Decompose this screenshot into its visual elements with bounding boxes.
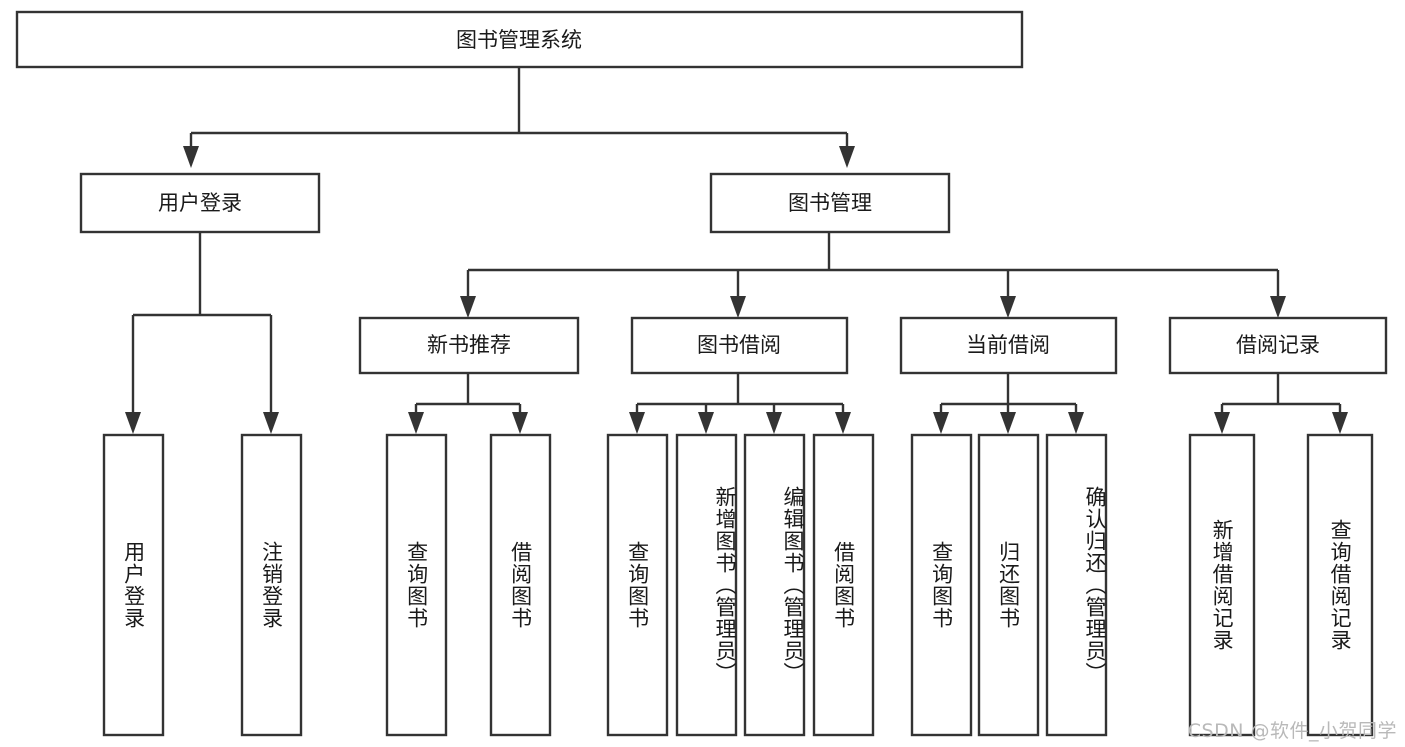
node-root-label: 图书管理系统 (456, 28, 582, 52)
leaf-box-bookborrow-add[interactable] (675, 433, 738, 737)
connector-bookmgmt-to-level2 (460, 232, 1286, 318)
connector-borrowrecord-to-leaves (1214, 373, 1348, 434)
node-borrow-record[interactable]: 借阅记录 (1168, 316, 1388, 375)
csdn-watermark: CSDN @软件_小贺同学 (1187, 720, 1397, 742)
connector-root-to-level1 (183, 67, 855, 168)
leaf-box-bookborrow-edit[interactable] (743, 433, 806, 737)
node-user-login[interactable]: 用户登录 (79, 172, 321, 234)
leaf-box-user-login-login[interactable] (102, 433, 165, 737)
connector-currentborrow-to-leaves (933, 373, 1084, 434)
node-root[interactable]: 图书管理系统 (15, 10, 1024, 69)
node-book-borrow-label: 图书借阅 (697, 333, 781, 357)
leaf-box-currentborrow-query[interactable] (910, 433, 973, 737)
node-user-login-label: 用户登录 (158, 191, 242, 215)
node-book-borrow[interactable]: 图书借阅 (630, 316, 849, 375)
node-current-borrow[interactable]: 当前借阅 (899, 316, 1118, 375)
leaf-box-currentborrow-confirm[interactable] (1045, 433, 1108, 737)
leaf-box-bookborrow-borrow[interactable] (812, 433, 875, 737)
node-book-management[interactable]: 图书管理 (709, 172, 951, 234)
node-book-management-label: 图书管理 (788, 191, 872, 215)
leaf-box-borrowrecord-query[interactable] (1306, 433, 1374, 737)
node-new-book-recommend[interactable]: 新书推荐 (358, 316, 580, 375)
leaf-box-newbook-borrow[interactable] (489, 433, 552, 737)
leaf-box-user-login-logout[interactable] (240, 433, 303, 737)
connector-newbook-to-leaves (408, 373, 528, 434)
leaf-box-currentborrow-return[interactable] (977, 433, 1040, 737)
node-current-borrow-label: 当前借阅 (966, 333, 1050, 357)
connector-bookborrow-to-leaves (629, 373, 851, 434)
leaf-box-bookborrow-query[interactable] (606, 433, 669, 737)
leaf-box-newbook-query[interactable] (385, 433, 448, 737)
connector-userlogin-to-leaves (125, 232, 279, 434)
leaf-box-borrowrecord-add[interactable] (1188, 433, 1256, 737)
node-new-book-recommend-label: 新书推荐 (427, 333, 511, 357)
node-borrow-record-label: 借阅记录 (1236, 333, 1320, 357)
